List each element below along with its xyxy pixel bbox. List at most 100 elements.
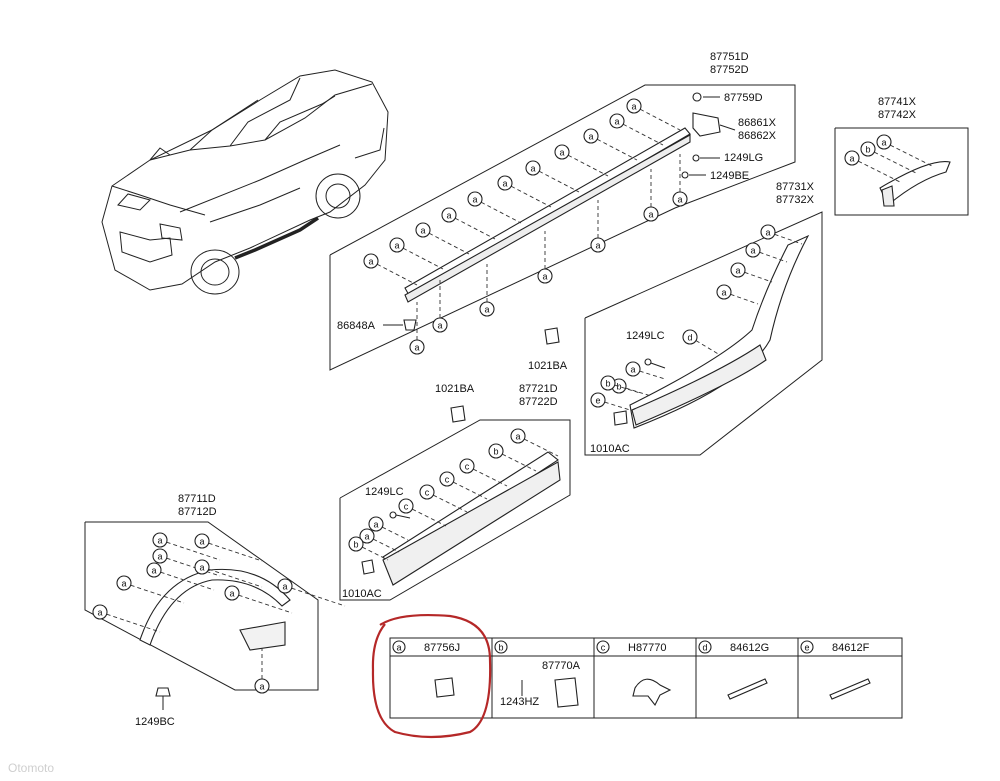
callout-circle — [363, 253, 379, 269]
callout-circle — [860, 141, 876, 157]
callout-letter: a — [229, 589, 234, 599]
callout-letter: a — [542, 272, 547, 282]
part-84612G-icon — [727, 678, 768, 700]
callout-circle — [467, 191, 483, 207]
callout-leader — [159, 555, 221, 577]
callout-letter: a — [648, 210, 653, 220]
callout-circle — [626, 98, 642, 114]
callout-circle — [537, 268, 553, 284]
legend-letter-circle — [698, 640, 712, 654]
callout-circle — [590, 392, 606, 408]
callout-letter: a — [151, 566, 156, 576]
callout-leader — [99, 611, 161, 633]
callout-circle — [497, 175, 513, 191]
callout-letter: a — [97, 608, 102, 618]
callout-letter: a — [735, 266, 740, 276]
callout-leader — [752, 249, 788, 263]
callout-circle — [459, 458, 475, 474]
callout-leader — [366, 535, 400, 553]
callout-letter: b — [865, 145, 870, 155]
label-86862X: 86862X — [738, 130, 777, 142]
legend-letter-circle — [800, 640, 814, 654]
label-87731X: 87731X — [776, 181, 815, 193]
callout-letter: a — [630, 365, 635, 375]
label-87752D: 87752D — [710, 64, 749, 76]
callout-circle — [672, 191, 688, 207]
callout-letter: c — [445, 475, 450, 485]
callout-circle — [479, 301, 495, 317]
callout-leader — [375, 523, 409, 541]
part-87770A-icon — [554, 677, 579, 708]
legend-letter-circle — [392, 640, 406, 654]
callout-leader — [607, 382, 641, 394]
callout-circle — [398, 498, 414, 514]
callout-circle — [152, 532, 168, 548]
callout-letter: a — [588, 132, 593, 142]
callout-letter: a — [677, 195, 682, 205]
callout-letter: b — [605, 379, 610, 389]
callout-letter: a — [199, 563, 204, 573]
callout-circle — [441, 207, 457, 223]
callout-leader — [448, 214, 496, 240]
label-1249BC: 1249BC — [135, 716, 175, 728]
label-1249LG: 1249LG — [724, 152, 763, 164]
label-87741X: 87741X — [878, 96, 917, 108]
legend-part-code: H87770 — [628, 642, 667, 654]
legend-part-code: 87770A — [542, 660, 581, 672]
callout-circle — [682, 329, 698, 345]
callout-leader — [723, 291, 759, 305]
callout-letter: a — [515, 432, 520, 442]
callout-letter: a — [157, 536, 162, 546]
callout-leader — [532, 167, 580, 193]
label-1249BE: 1249BE — [710, 170, 749, 182]
callout-letter: c — [465, 462, 470, 472]
label-87742X: 87742X — [878, 109, 917, 121]
callout-letter: a — [750, 246, 755, 256]
callout-circle — [409, 339, 425, 355]
legend-letter: c — [601, 643, 606, 653]
callout-leader — [396, 244, 444, 270]
label-87732X: 87732X — [776, 194, 815, 206]
callout-leader — [632, 368, 666, 380]
callout-letter: a — [282, 582, 287, 592]
callout-circle — [554, 144, 570, 160]
part-H87770-icon — [632, 678, 672, 707]
callout-circle — [730, 262, 746, 278]
legend-letter-circle — [494, 640, 508, 654]
callout-circle — [876, 134, 892, 150]
callout-circle — [745, 242, 761, 258]
callout-letter: c — [404, 502, 409, 512]
callout-leader — [561, 151, 609, 177]
clip-1021BA-upper: 1021BA — [528, 327, 568, 372]
label-86861X: 86861X — [738, 117, 777, 129]
callout-letter: b — [616, 382, 621, 392]
callout-letter: a — [373, 520, 378, 530]
callout-circle — [116, 575, 132, 591]
callout-letter: a — [484, 305, 489, 315]
callout-leader — [633, 105, 681, 131]
callout-leader — [737, 269, 773, 283]
callout-circle — [609, 113, 625, 129]
legend-letter: b — [498, 643, 503, 653]
callout-letter: a — [502, 179, 507, 189]
label-87712D: 87712D — [178, 506, 217, 518]
callout-circle — [254, 678, 270, 694]
callout-circle — [844, 150, 860, 166]
callout-circle — [432, 317, 448, 333]
small-end-piece-group: 87741X 87742X aba — [834, 96, 969, 216]
callout-letter: e — [595, 396, 600, 406]
callout-letter: a — [414, 343, 419, 353]
callout-leader — [231, 592, 293, 614]
callout-letter: a — [631, 102, 636, 112]
callout-leader — [201, 566, 263, 588]
callout-leader — [616, 120, 664, 146]
callout-letter: a — [446, 211, 451, 221]
callout-leader — [355, 543, 389, 561]
callout-letter: a — [881, 138, 886, 148]
